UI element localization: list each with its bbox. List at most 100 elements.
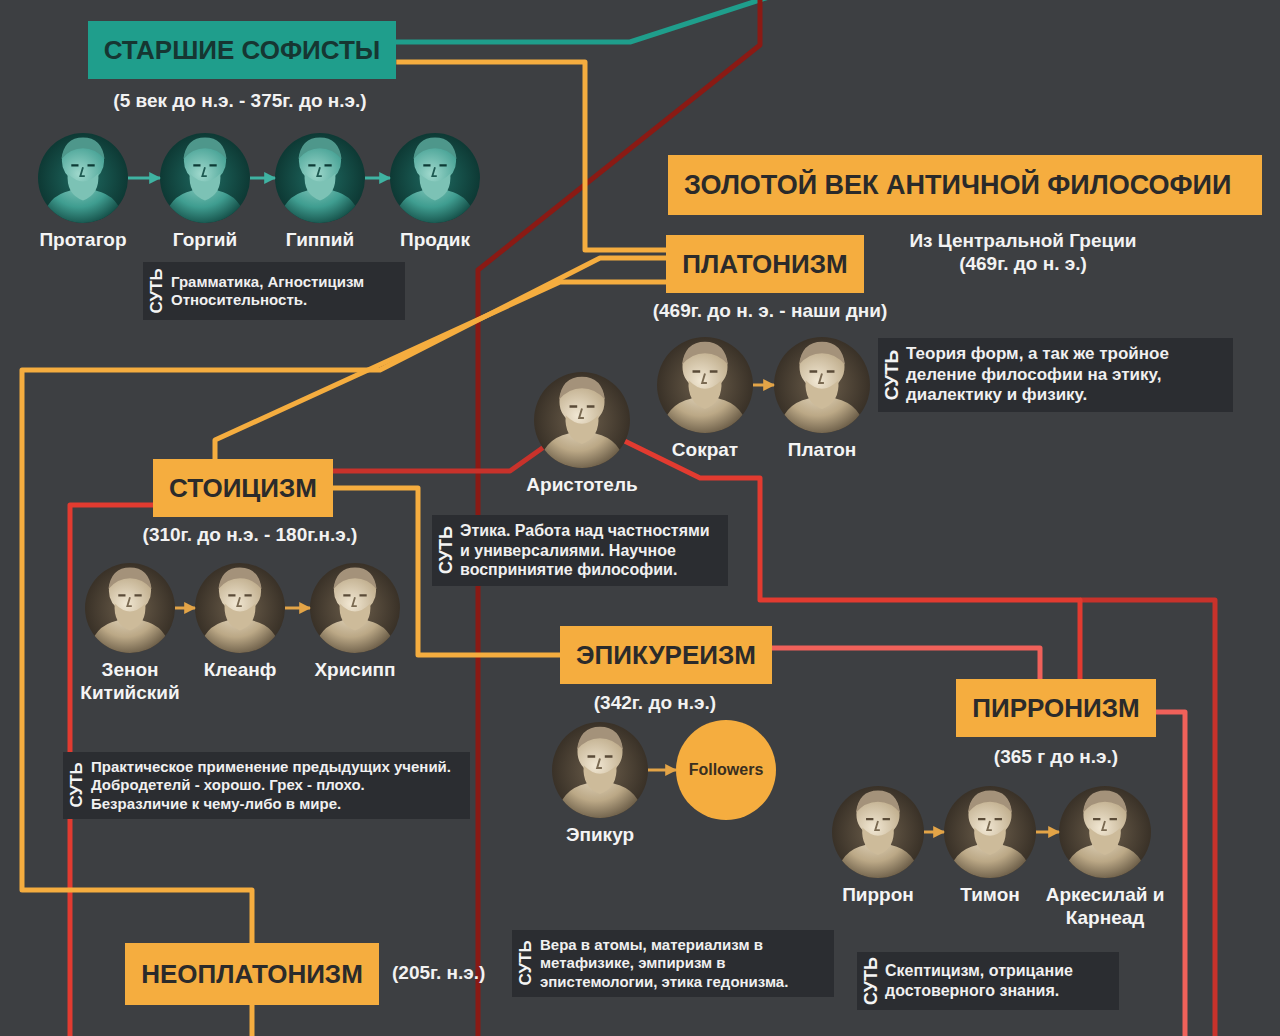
- portrait: [195, 563, 285, 655]
- portrait-circle: Платон: [774, 337, 870, 433]
- essence-label-column: СУТЬ: [512, 936, 540, 991]
- essence-label: СУТЬ: [861, 957, 882, 1005]
- essence-label: СУТЬ: [67, 763, 87, 808]
- person-name: Продик: [400, 229, 470, 252]
- person-name: Гиппий: [286, 229, 354, 252]
- connector: [365, 177, 390, 180]
- essence-box: СУТЬГрамматика, Агностицизм Относительно…: [143, 262, 405, 320]
- connector: [924, 831, 944, 834]
- essence-text: Этика. Работа над частностями и универса…: [460, 521, 718, 580]
- portrait: [832, 786, 924, 880]
- followers-circle: Followers: [676, 720, 776, 820]
- portrait-circle: Тимон: [944, 786, 1036, 878]
- portrait: [390, 133, 480, 225]
- essence-label-column: СУТЬ: [432, 521, 460, 580]
- title-banner: ЗОЛОТОЙ ВЕК АНТИЧНОЙ ФИЛОСОФИИ: [668, 155, 1262, 215]
- person-name: Зенон Китийский: [75, 659, 185, 705]
- connector: [396, 62, 666, 250]
- school-box: ПИРРОНИЗМ: [956, 679, 1155, 737]
- portrait-circle: Хрисипп: [310, 563, 400, 653]
- portrait: [85, 563, 175, 655]
- person-name: Пиррон: [842, 884, 914, 907]
- school-box: НЕОПЛАТОНИЗМ: [125, 943, 379, 1005]
- person-name: Клеанф: [204, 659, 277, 682]
- portrait: [38, 133, 128, 225]
- connector: [250, 177, 275, 180]
- essence-text: Скептицизм, отрицание достоверного знани…: [885, 961, 1109, 1000]
- person-name: Аркесилай и Карнеад: [1039, 884, 1171, 930]
- portrait-circle: Продик: [390, 133, 480, 223]
- essence-box: СУТЬТеория форм, а так же тройное делени…: [878, 338, 1233, 412]
- school-name: ПЛАТОНИЗМ: [682, 249, 847, 280]
- portrait: [552, 722, 648, 820]
- connector: [175, 607, 195, 610]
- school-box: ЭПИКУРЕИЗМ: [560, 626, 772, 684]
- school-name: ПИРРОНИЗМ: [972, 693, 1139, 724]
- portrait: [657, 337, 753, 435]
- portrait: [1059, 786, 1151, 880]
- connector: [648, 769, 676, 772]
- portrait: [275, 133, 365, 225]
- essence-box: СУТЬПрактическое применение предыдущих у…: [63, 752, 470, 819]
- connector: [772, 648, 1040, 679]
- portrait: [310, 563, 400, 655]
- connector: [128, 177, 160, 180]
- essence-label-column: СУТЬ: [143, 268, 171, 314]
- school-box: СТОИЦИЗМ: [153, 459, 333, 517]
- portrait-circle: Аристотель: [534, 372, 630, 468]
- person-name: Тимон: [960, 884, 1019, 907]
- essence-label: СУТЬ: [516, 941, 536, 986]
- person-name: Протагор: [39, 229, 126, 252]
- essence-label: СУТЬ: [436, 526, 457, 574]
- school-box: ПЛАТОНИЗМ: [666, 235, 863, 293]
- portrait-circle: Протагор: [38, 133, 128, 223]
- portrait-circle: Аркесилай и Карнеад: [1059, 786, 1151, 878]
- wire: [1140, 712, 1185, 1036]
- date-label: (469г. до н. э. - наши дни): [653, 300, 888, 323]
- portrait: [160, 133, 250, 225]
- date-label: (342г. до н.э.): [594, 692, 716, 715]
- school-name: СТОИЦИЗМ: [169, 473, 317, 504]
- connector: [333, 448, 543, 471]
- essence-label-column: СУТЬ: [857, 958, 885, 1004]
- essence-box: СУТЬЭтика. Работа над частностями и унив…: [432, 515, 728, 586]
- connector: [753, 384, 774, 387]
- school-box: СТАРШИЕ СОФИСТЫ: [88, 21, 397, 79]
- portrait-circle: Эпикур: [552, 722, 648, 818]
- essence-label: СУТЬ: [147, 268, 167, 313]
- essence-label-column: СУТЬ: [878, 344, 906, 406]
- person-name: Эпикур: [566, 824, 634, 847]
- essence-text: Теория форм, а так же тройное деление фи…: [906, 344, 1223, 406]
- date-label: (205г. н.э.): [392, 962, 485, 985]
- portrait-circle: Гиппий: [275, 133, 365, 223]
- connector: [285, 607, 310, 610]
- connector: [22, 258, 666, 943]
- essence-label: СУТЬ: [881, 350, 903, 401]
- person-name: Аристотель: [526, 474, 637, 497]
- person-name: Горгий: [173, 229, 237, 252]
- portrait-circle: Пиррон: [832, 786, 924, 878]
- school-name: СТАРШИЕ СОФИСТЫ: [104, 35, 381, 66]
- connector: [1036, 831, 1059, 834]
- essence-box: СУТЬСкептицизм, отрицание достоверного з…: [857, 952, 1119, 1010]
- portrait-circle: Сократ: [657, 337, 753, 433]
- essence-text: Грамматика, Агностицизм Относительность.: [171, 273, 395, 310]
- portrait-circle: Клеанф: [195, 563, 285, 653]
- portrait: [774, 337, 870, 435]
- essence-text: Вера в атомы, материализм в метафизике, …: [540, 936, 824, 991]
- date-label: (365 г до н.э.): [994, 746, 1118, 769]
- portrait: [944, 786, 1036, 880]
- portrait: [534, 372, 630, 470]
- portrait-circle: Горгий: [160, 133, 250, 223]
- essence-text: Практическое применение предыдущих учени…: [91, 758, 460, 813]
- portrait-circle: Зенон Китийский: [85, 563, 175, 653]
- school-name: ЭПИКУРЕИЗМ: [576, 640, 756, 671]
- date-label: (5 век до н.э. - 375г. до н.э.): [113, 90, 366, 113]
- title-text: ЗОЛОТОЙ ВЕК АНТИЧНОЙ ФИЛОСОФИИ: [684, 170, 1231, 201]
- group-name: Followers: [676, 720, 776, 820]
- essence-label-column: СУТЬ: [63, 758, 91, 813]
- school-name: НЕОПЛАТОНИЗМ: [141, 959, 363, 990]
- person-name: Платон: [788, 439, 856, 462]
- date-label: Из Центральной Греции (469г. до н. э.): [898, 230, 1148, 276]
